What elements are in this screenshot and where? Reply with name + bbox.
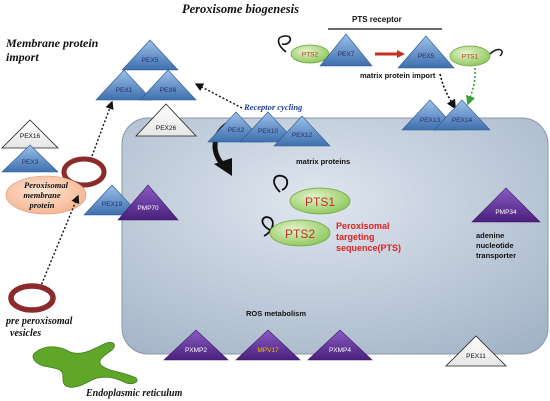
pex14-label: PEX14 [452, 117, 473, 124]
adenine-line3: transporter [476, 251, 516, 260]
pts2-big-label: PTS2 [285, 227, 315, 241]
targeting-line2: targeting [336, 232, 375, 242]
pts1-top-label: PTS1 [462, 54, 479, 61]
pex6-label: PEX6 [160, 87, 177, 94]
receptor-cycling-dotted-arrow [194, 83, 243, 109]
pts1-big [289, 187, 351, 215]
pex19 [83, 184, 141, 216]
mpv17-label: MPV17 [257, 347, 279, 354]
pex19-label: PEX19 [102, 201, 123, 208]
er-label: Endoplasmic reticulum [85, 388, 183, 399]
dotted-arrow-to-pex14 [439, 73, 456, 110]
pxmp2-label: PXMP2 [185, 347, 207, 354]
pmp34-label: PMP34 [495, 209, 517, 216]
pex1-label: PEX1 [116, 87, 133, 94]
pex5-top [397, 35, 455, 69]
pts1-top [449, 45, 491, 67]
pxmp4-label: PXMP4 [329, 347, 351, 354]
section-label-line1: Membrane protein [5, 36, 99, 50]
pmp-line2: membrane [23, 190, 61, 200]
pex2-label: PEX2 [228, 127, 245, 134]
pex16-label: PEX16 [20, 133, 41, 140]
pts1-big-tail [273, 174, 289, 193]
pex10-label: PEX10 [258, 128, 279, 135]
pts2-top-tail [277, 35, 292, 53]
pre-vesicles-line2: vesicles [10, 328, 41, 339]
pex11 [445, 335, 507, 367]
pts-receptor-label: PTS receptor [352, 15, 402, 24]
pex5-left-label: PEX5 [142, 57, 159, 64]
endoplasmic-reticulum-shape [32, 342, 138, 388]
pex3-label: PEX3 [22, 159, 39, 166]
vesicle-ring-top [61, 156, 107, 188]
section-label-line2: import [6, 50, 39, 64]
ros-metabolism-label: ROS metabolism [246, 309, 306, 318]
dotted-arrow-to-pex1 [91, 100, 114, 157]
pts2-big-tail [261, 216, 274, 237]
targeting-line1: Peroxisomal [336, 221, 390, 231]
pts2-big [269, 219, 331, 247]
matrix-protein-import-label: matrix protein import [360, 71, 436, 80]
pxmp2 [163, 329, 229, 361]
peroxisomal-membrane-protein [5, 175, 87, 215]
curved-cycling-arrow-head [214, 158, 232, 176]
matrix-proteins-label: matrix proteins [296, 157, 350, 166]
pex7-top-label: PEX7 [338, 51, 355, 58]
pex6 [139, 69, 197, 101]
pex5-top-label: PEX5 [418, 53, 435, 60]
pex3 [1, 144, 59, 173]
vesicle-ring-bottom [8, 283, 56, 313]
pmp70 [117, 184, 179, 221]
pmp-line3: protein [28, 200, 54, 210]
pts2-top-label: PTS2 [302, 52, 319, 59]
receptor-cycling-label: Receptor cycling [243, 102, 303, 112]
mpv17 [235, 329, 301, 361]
pex12-label: PEX12 [292, 132, 313, 139]
pex13-label: PEX13 [420, 117, 441, 124]
title: Peroxisome biogenesis [182, 2, 299, 16]
pmp70-label: PMP70 [137, 205, 159, 212]
pmp-line1: Peroxisomal [24, 180, 69, 190]
red-arrow-head [397, 50, 405, 58]
adenine-line2: nucleotide [476, 241, 514, 250]
pex11-label: PEX11 [466, 353, 486, 360]
dotted-arrow-from-vesicle [39, 194, 80, 289]
pex26-label: PEX26 [156, 125, 177, 132]
targeting-line3: sequence(PTS) [336, 243, 401, 253]
green-dotted-arrow [465, 67, 476, 106]
pex1 [95, 69, 153, 101]
pex26 [135, 103, 197, 137]
pxmp4 [307, 329, 373, 361]
pex10 [239, 111, 297, 143]
pmp34 [471, 187, 541, 223]
pts1-top-tail [489, 48, 503, 57]
pre-vesicles-line1: pre peroxisomal [5, 316, 73, 327]
pex5-left [121, 39, 179, 71]
adenine-line1: adenine [476, 231, 504, 240]
pts1-big-label: PTS1 [305, 195, 335, 209]
pex7-top [319, 33, 373, 67]
pex12 [273, 115, 331, 147]
pex14 [433, 99, 491, 131]
pts2-top [290, 44, 330, 64]
